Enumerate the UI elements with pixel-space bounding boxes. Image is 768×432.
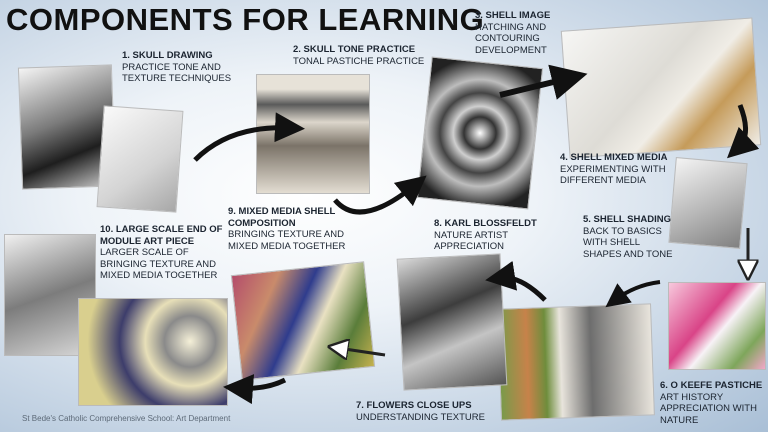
step-1-heading: 1. SKULL DRAWING bbox=[122, 50, 213, 61]
okeefe-pastiche-photo bbox=[668, 282, 766, 370]
step-1-description: PRACTICE TONE AND TEXTURE TECHNIQUES bbox=[122, 61, 232, 85]
step-8-label: 8. KARL BLOSSFELDT NATURE ARTIST APPRECI… bbox=[434, 218, 544, 253]
step-5-description: BACK TO BASICS WITH SHELL SHAPES AND TON… bbox=[583, 225, 673, 260]
step-4-label: 4. SHELL MIXED MEDIA EXPERIMENTING WITH … bbox=[560, 152, 670, 187]
arrow-1-to-2 bbox=[193, 112, 305, 162]
step-6-heading: 6. O KEEFE PASTICHE bbox=[660, 380, 763, 391]
step-2-description: TONAL PASTICHE PRACTICE bbox=[293, 55, 425, 67]
page-title: COMPONENTS FOR LEARNING bbox=[6, 2, 485, 37]
arrow-2-to-3 bbox=[333, 175, 427, 215]
step-9-heading: 9. MIXED MEDIA SHELL COMPOSITION bbox=[228, 206, 336, 229]
step-6-description: ART HISTORY APPRECIATION WITH NATURE bbox=[660, 391, 757, 426]
step-3-description: HATCHING AND CONTOURING DEVELOPMENT bbox=[475, 21, 547, 56]
step-10-description: LARGER SCALE OF BRINGING TEXTURE AND MIX… bbox=[100, 247, 218, 281]
step-7-heading: 7. FLOWERS CLOSE UPS bbox=[356, 400, 472, 411]
arrow-3-to-4 bbox=[499, 64, 588, 100]
step-2-heading: 2. SKULL TONE PRACTICE bbox=[293, 44, 416, 55]
step-7-label: 7. FLOWERS CLOSE UPS UNDERSTANDING TEXTU… bbox=[356, 400, 506, 423]
step-3-label: 3. SHELL IMAGE HATCHING AND CONTOURING D… bbox=[475, 10, 565, 56]
step-2-label: 2. SKULL TONE PRACTICE TONAL PASTICHE PR… bbox=[293, 44, 433, 67]
step-10-heading: 10. LARGE SCALE END OF MODULE ART PIECE bbox=[100, 224, 223, 247]
arrow-4-to-5 bbox=[727, 104, 760, 159]
step-3-heading: 3. SHELL IMAGE bbox=[475, 10, 551, 21]
step-7-description: UNDERSTANDING TEXTURE bbox=[356, 411, 485, 423]
step-8-heading: 8. KARL BLOSSFELDT bbox=[434, 218, 537, 229]
step-9-label: 9. MIXED MEDIA SHELL COMPOSITION BRINGIN… bbox=[228, 206, 348, 252]
step-10-label: 10. LARGE SCALE END OF MODULE ART PIECE … bbox=[100, 224, 228, 282]
step-5-label: 5. SHELL SHADING BACK TO BASICS WITH SHE… bbox=[583, 214, 673, 260]
step-4-heading: 4. SHELL MIXED MEDIA bbox=[560, 152, 668, 163]
arrow-7-to-8 bbox=[485, 260, 547, 302]
step-1-label: 1. SKULL DRAWING PRACTICE TONE AND TEXTU… bbox=[122, 50, 242, 85]
arrow-9-to-10 bbox=[223, 374, 287, 405]
footer-credit: St Bede's Catholic Comprehensive School:… bbox=[22, 414, 231, 423]
step-8-description: NATURE ARTIST APPRECIATION bbox=[434, 229, 508, 253]
arrow-8-to-9 bbox=[338, 348, 386, 355]
arrow-6-to-7 bbox=[605, 280, 661, 308]
large-scale-art-piece-photo bbox=[78, 298, 228, 406]
step-4-description: EXPERIMENTING WITH DIFFERENT MEDIA bbox=[560, 163, 666, 187]
step-6-label: 6. O KEEFE PASTICHE ART HISTORY APPRECIA… bbox=[660, 380, 764, 426]
step-9-description: BRINGING TEXTURE AND MIXED MEDIA TOGETHE… bbox=[228, 229, 346, 252]
step-5-heading: 5. SHELL SHADING bbox=[583, 214, 671, 225]
